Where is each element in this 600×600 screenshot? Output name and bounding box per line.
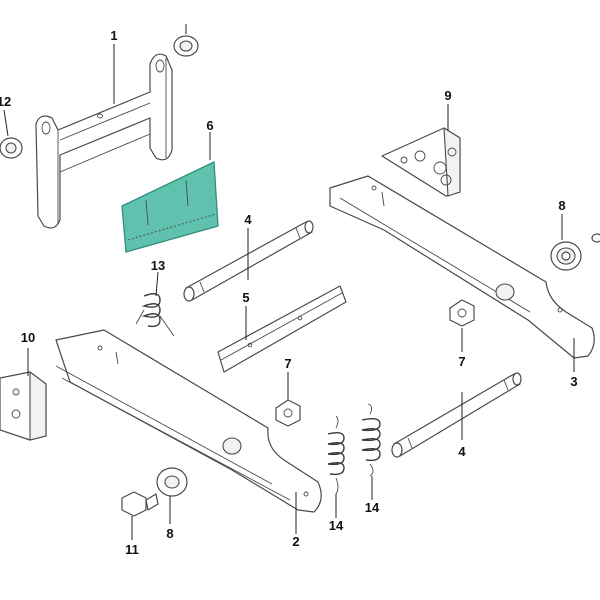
part-5-bar[interactable] (217, 285, 347, 373)
callout-1: 1 (110, 28, 117, 43)
bushing-top[interactable] (173, 35, 199, 57)
part-8-washer-lower[interactable] (156, 467, 188, 497)
part-4-shaft-lower[interactable] (391, 372, 522, 458)
callout-9: 9 (444, 88, 451, 103)
callouts: 1 12 6 4 13 5 9 8 3 7 7 10 4 2 14 14 8 1… (0, 28, 578, 557)
part-7-nut-right[interactable] (449, 299, 475, 327)
callout-12: 12 (0, 94, 11, 109)
callout-13: 13 (151, 258, 165, 273)
part-12-washer[interactable] (0, 137, 23, 159)
part-1-frame[interactable] (35, 53, 173, 229)
part-3-arm-right[interactable] (329, 175, 595, 359)
part-11-bolt[interactable] (121, 491, 159, 517)
part-6-comb-plate[interactable] (121, 160, 219, 253)
part-4-shaft-upper[interactable] (183, 220, 314, 302)
part-9-bracket[interactable] (381, 127, 461, 197)
part-14-spring-right[interactable] (361, 403, 381, 477)
part-10-block[interactable] (0, 371, 47, 441)
callout-11: 11 (125, 542, 139, 557)
part-7-nut-lower[interactable] (275, 399, 301, 427)
callout-2: 2 (292, 534, 299, 549)
callout-8-lower: 8 (166, 526, 173, 541)
callout-14-right: 14 (365, 500, 380, 515)
part-2-arm-lower[interactable] (55, 329, 322, 513)
leader-lines (3, 24, 575, 540)
callout-8-right: 8 (558, 198, 565, 213)
pin-right-edge[interactable] (591, 233, 600, 243)
callout-7-lower: 7 (284, 356, 291, 371)
callout-7-right: 7 (458, 354, 465, 369)
part-13-spring[interactable] (135, 293, 175, 337)
callout-14-left: 14 (329, 518, 344, 533)
callout-3: 3 (570, 374, 577, 389)
callout-6: 6 (206, 118, 213, 133)
part-14-spring-left[interactable] (327, 415, 345, 495)
callout-5: 5 (242, 290, 249, 305)
callout-4-upper: 4 (244, 212, 252, 227)
part-8-bearing-right[interactable] (550, 241, 582, 271)
callout-10: 10 (21, 330, 35, 345)
callout-4-lower: 4 (458, 444, 466, 459)
comb-plate-shape (121, 160, 219, 253)
